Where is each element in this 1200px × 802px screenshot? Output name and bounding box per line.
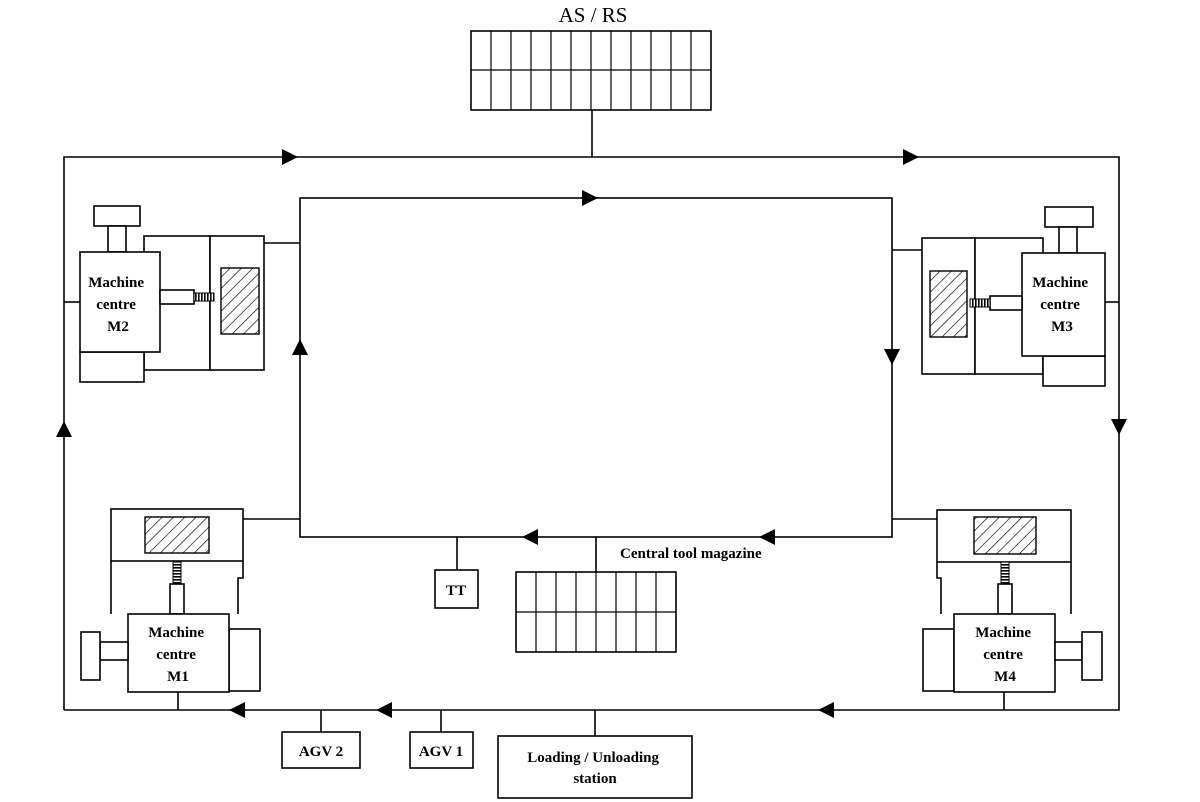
machine-label: Machine: [88, 275, 144, 291]
flow-arrow: [292, 339, 308, 355]
loading-station-label: station: [573, 771, 617, 787]
svg-text:Machine centre M4: Machine centre M4: [975, 625, 1035, 685]
loading-station-label: Loading / Unloading: [527, 750, 659, 766]
flow-arrow: [818, 702, 834, 718]
flow-arrow: [582, 190, 598, 206]
agv-1: AGV 1: [409, 710, 474, 769]
inner-tool-loop: [292, 190, 900, 545]
loading-unloading-station: Loading / Unloading station: [497, 710, 693, 799]
flow-arrow: [903, 149, 919, 165]
machine-centre-m3: Machine centre M3: [892, 206, 1119, 387]
machine-label: M1: [167, 669, 189, 685]
machine-label: M2: [107, 319, 129, 335]
flow-arrow: [884, 349, 900, 365]
tool-transporter: TT: [434, 537, 479, 609]
asrs-label: AS / RS: [559, 3, 628, 27]
machine-label: M4: [994, 669, 1016, 685]
svg-text:Machine centre M2: Machine centre M2: [88, 275, 148, 335]
flow-arrow: [282, 149, 298, 165]
machine-label: Machine: [1032, 275, 1088, 291]
machine-label: centre: [156, 647, 196, 663]
svg-text:Loading / Unloading stat: Loading / Unloading station: [527, 750, 662, 787]
machine-label: Machine: [975, 625, 1031, 641]
flow-arrow: [522, 529, 538, 545]
svg-text:Machine centre M1: Machine centre M1: [148, 625, 208, 685]
flow-arrow: [376, 702, 392, 718]
machine-label: centre: [983, 647, 1023, 663]
machine-centre-m1: Machine centre M1: [80, 508, 300, 710]
machine-label: centre: [96, 297, 136, 313]
flow-arrow: [1111, 419, 1127, 435]
flow-arrow: [759, 529, 775, 545]
agv-2-label: AGV 2: [299, 744, 343, 760]
central-tool-magazine-label: Central tool magazine: [620, 546, 762, 562]
machine-centre-m4: Machine centre M4: [892, 509, 1103, 710]
asrs: AS / RS: [470, 3, 712, 111]
machine-label: Machine: [148, 625, 204, 641]
agv-2: AGV 2: [281, 710, 361, 769]
machine-centre-m2: Machine centre M2: [64, 205, 300, 383]
machine-label: M3: [1051, 319, 1073, 335]
flow-arrow: [229, 702, 245, 718]
central-tool-magazine: Central tool magazine: [515, 537, 762, 653]
flow-arrow: [56, 421, 72, 437]
outer-conveyor-loop: [56, 110, 1127, 718]
tt-label: TT: [446, 583, 466, 599]
machine-label: centre: [1040, 297, 1080, 313]
agv-1-label: AGV 1: [419, 744, 463, 760]
svg-text:Machine centre M3: Machine centre M3: [1032, 275, 1092, 335]
